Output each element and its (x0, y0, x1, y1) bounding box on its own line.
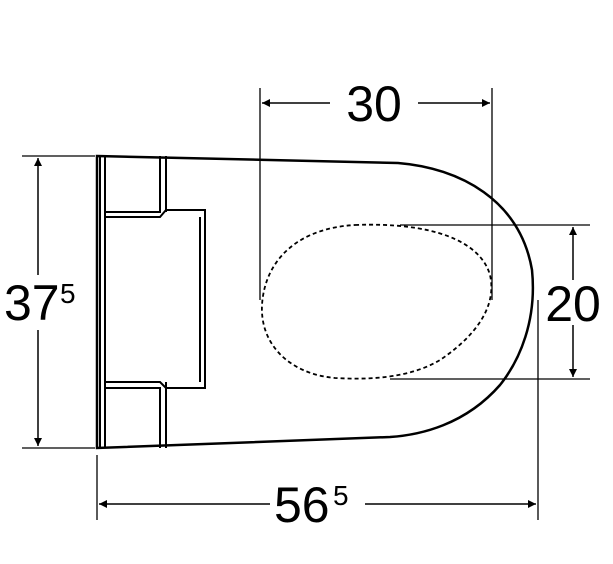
label-depth: 20 (545, 276, 601, 332)
dimension-depth: 20 (545, 227, 601, 377)
label-height-sup: 5 (60, 278, 76, 309)
extension-lines (22, 88, 590, 520)
label-length-main: 56 (274, 477, 330, 533)
dimension-height: 37 5 (4, 158, 76, 446)
dimension-top-width: 30 (262, 76, 490, 132)
dimension-length: 56 5 (99, 477, 536, 533)
bowl-opening (261, 223, 493, 380)
label-top-width: 30 (346, 76, 402, 132)
mounting-block (99, 156, 206, 448)
label-length-sup: 5 (333, 480, 349, 511)
toilet-outline (95, 154, 535, 450)
label-height-main: 37 (4, 275, 60, 331)
